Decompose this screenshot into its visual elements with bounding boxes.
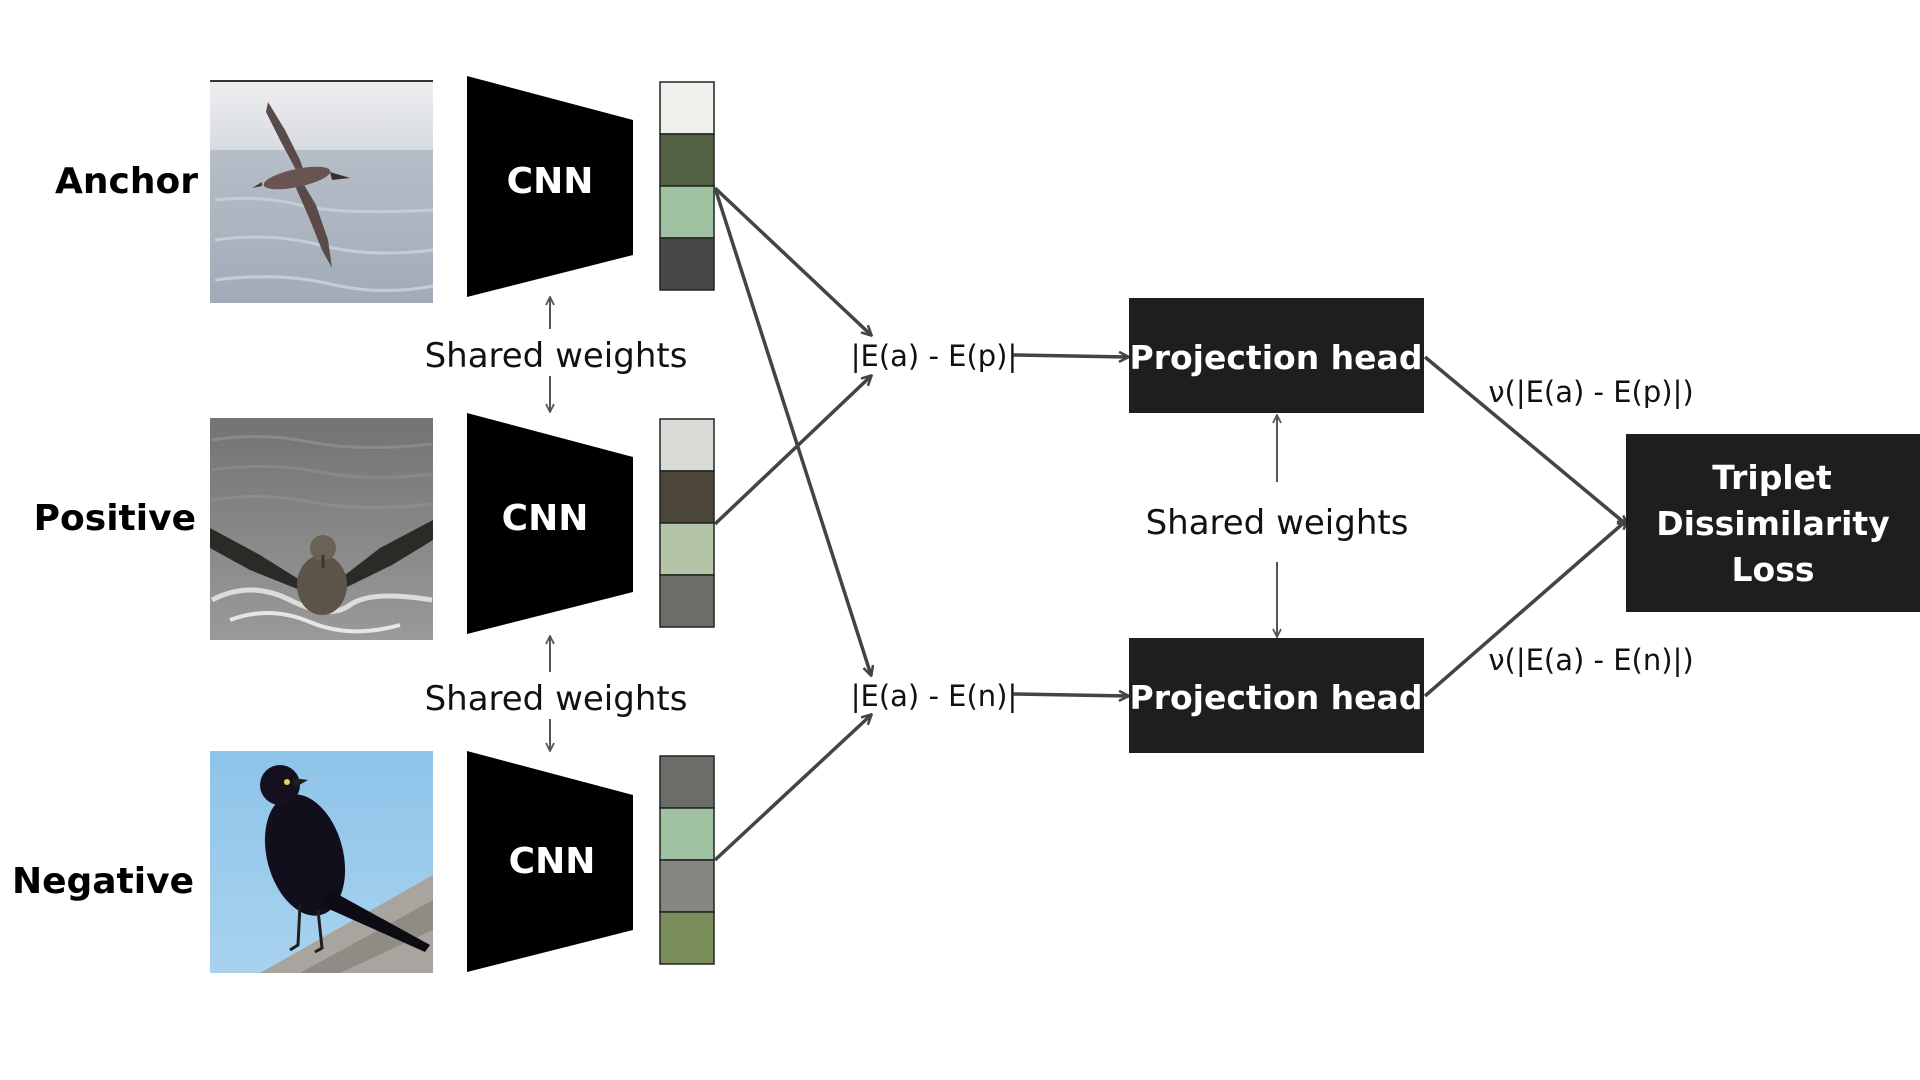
negative-cnn-block xyxy=(467,751,633,972)
projected-negative-label: ν(|E(a) - E(n)|) xyxy=(1488,643,1693,677)
negative-distance-label: |E(a) - E(n)| xyxy=(851,679,1018,713)
projection-head-top xyxy=(1129,298,1424,413)
positive-embedding xyxy=(659,418,715,628)
anchor-cnn-label: CNN xyxy=(507,161,594,202)
anchor-cnn-block xyxy=(467,76,633,297)
anchor-label: Anchor xyxy=(55,161,198,202)
pos-distance-to-projection-arrow xyxy=(1012,355,1128,357)
positive-embedding-cell xyxy=(659,522,715,576)
positive-label: Positive xyxy=(34,498,196,539)
anchor-embedding-cell xyxy=(659,133,715,187)
neg-distance-to-projection-arrow xyxy=(1012,694,1128,696)
positive-distance-label: |E(a) - E(p)| xyxy=(851,339,1018,373)
negative-embedding-cell xyxy=(659,911,715,965)
positive-cnn-label: CNN xyxy=(502,498,589,539)
anchor-to-neg-distance-arrow xyxy=(713,187,871,675)
loss-label-line-2: Dissimilarity xyxy=(1656,504,1889,543)
negative-embedding-cell xyxy=(659,755,715,809)
shared-weights-label-1: Shared weights xyxy=(425,336,688,376)
positive-image xyxy=(210,418,433,640)
positive-embedding-cell xyxy=(659,418,715,472)
projected-positive-label: ν(|E(a) - E(p)|) xyxy=(1488,375,1693,409)
bottom-projection-to-loss-arrow xyxy=(1423,520,1627,698)
anchor-image xyxy=(210,80,434,303)
shared-weights-label-2: Shared weights xyxy=(425,679,688,719)
negative-image xyxy=(210,751,433,973)
loss-label-line-3: Loss xyxy=(1732,550,1815,589)
positive-to-pos-distance-arrow xyxy=(713,376,871,526)
positive-embedding-cell xyxy=(659,574,715,628)
positive-cnn-block xyxy=(467,413,633,634)
projection-head-top-label: Projection head xyxy=(1130,338,1423,377)
anchor-embedding-cell xyxy=(659,237,715,291)
negative-embedding xyxy=(659,755,715,965)
projection-head-bottom xyxy=(1129,638,1424,753)
projection-shared-weights-label: Shared weights xyxy=(1146,503,1409,543)
projection-head-bottom-label: Projection head xyxy=(1130,678,1423,717)
positive-embedding-cell xyxy=(659,470,715,524)
loss-label-line-1: Triplet xyxy=(1712,458,1832,497)
negative-label: Negative xyxy=(12,861,194,902)
negative-embedding-cell xyxy=(659,859,715,913)
negative-to-neg-distance-arrow xyxy=(713,715,871,862)
anchor-embedding-cell xyxy=(659,185,715,239)
anchor-to-pos-distance-arrow xyxy=(713,186,871,335)
top-projection-to-loss-arrow xyxy=(1423,355,1627,525)
anchor-embedding-cell xyxy=(659,81,715,135)
triplet-dissimilarity-loss-box xyxy=(1626,434,1920,612)
anchor-embedding xyxy=(659,81,715,291)
negative-cnn-label: CNN xyxy=(509,841,596,882)
negative-embedding-cell xyxy=(659,807,715,861)
